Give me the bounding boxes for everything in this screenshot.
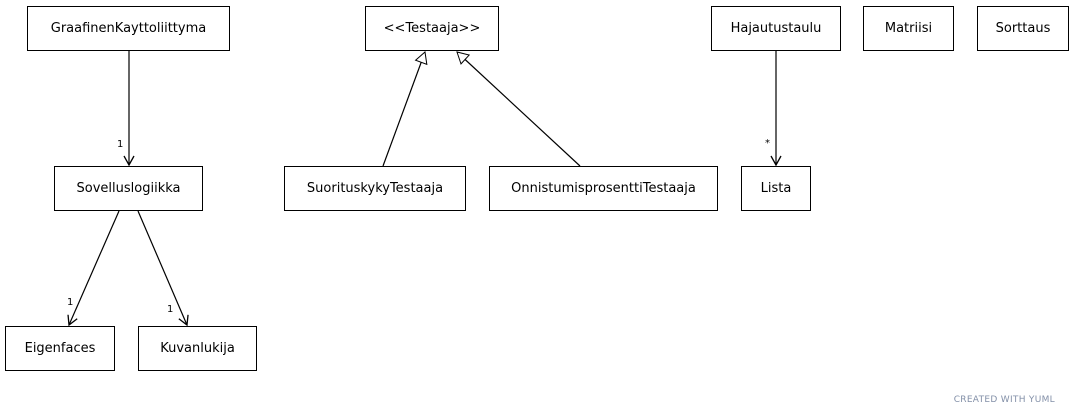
edge-suorituskyky-testaaja — [382, 51, 428, 167]
yuml-watermark: CREATED WITH YUML — [953, 395, 1055, 405]
class-graafinen-kayttoliittyma[interactable]: GraafinenKayttoliittyma — [27, 6, 230, 51]
class-lista[interactable]: Lista — [741, 166, 811, 211]
class-name: Hajautustaulu — [730, 21, 822, 36]
class-suorituskyky-testaaja[interactable]: SuorituskykyTestaaja — [284, 166, 466, 211]
class-name: SuorituskykyTestaaja — [306, 181, 444, 196]
multiplicity-label: 1 — [167, 304, 174, 315]
edge-onnistumis-testaaja — [456, 51, 581, 167]
class-name: OnnistumisprosenttiTestaaja — [511, 181, 696, 196]
class-name: Sorttaus — [995, 21, 1051, 36]
class-name: Sovelluslogiikka — [76, 181, 181, 196]
class-name: Kuvanlukija — [160, 341, 235, 356]
class-name: <<Testaaja>> — [383, 21, 481, 36]
class-onnistumisprosentti-testaaja[interactable]: OnnistumisprosenttiTestaaja — [489, 166, 718, 211]
class-eigenfaces[interactable]: Eigenfaces — [5, 326, 115, 371]
class-name: GraafinenKayttoliittyma — [50, 21, 207, 36]
multiplicity-label: * — [765, 138, 770, 149]
class-hajautustaulu[interactable]: Hajautustaulu — [711, 6, 841, 51]
class-name: Eigenfaces — [24, 341, 96, 356]
class-name: Lista — [760, 181, 792, 196]
class-sorttaus[interactable]: Sorttaus — [977, 6, 1069, 51]
multiplicity-label: 1 — [67, 297, 74, 308]
class-sovelluslogiikka[interactable]: Sovelluslogiikka — [54, 166, 203, 211]
edge-sovelluslogiikka-eigenfaces — [67, 210, 120, 327]
multiplicity-label: 1 — [117, 139, 124, 150]
edge-sovelluslogiikka-kuvanlukija — [137, 210, 189, 327]
class-kuvanlukija[interactable]: Kuvanlukija — [138, 326, 257, 371]
class-name: Matriisi — [884, 21, 933, 36]
class-testaaja-interface[interactable]: <<Testaaja>> — [365, 6, 499, 51]
class-matriisi[interactable]: Matriisi — [863, 6, 954, 51]
